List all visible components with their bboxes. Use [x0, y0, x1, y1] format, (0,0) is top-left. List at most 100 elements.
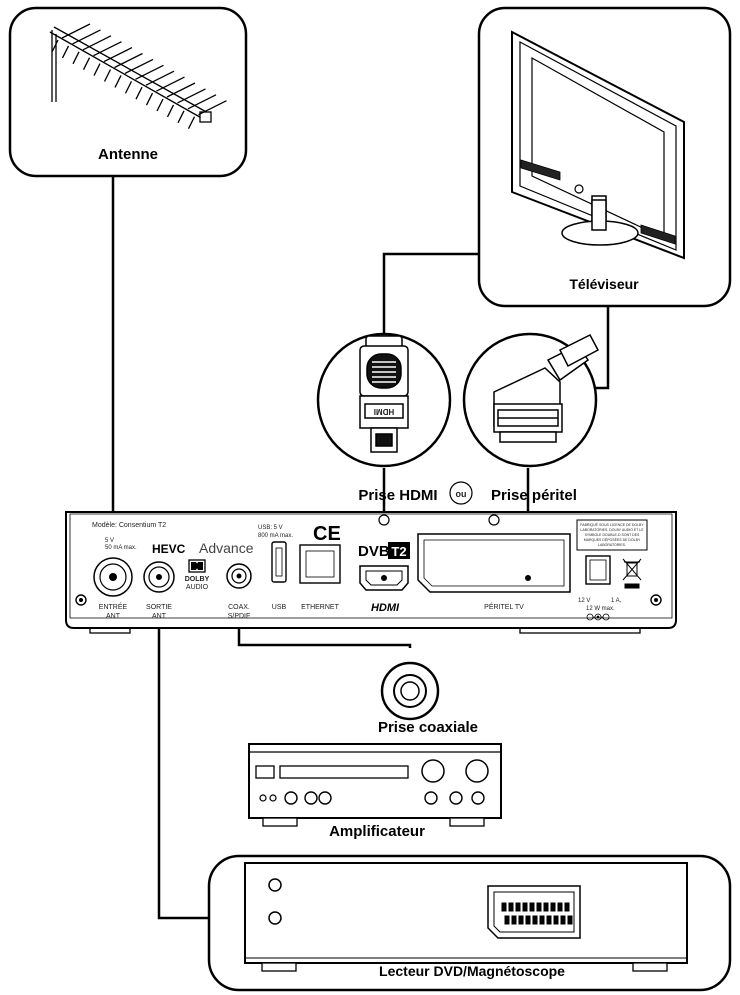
scart-pin — [560, 915, 566, 925]
scart-port[interactable] — [417, 533, 571, 593]
scart-pin — [539, 915, 545, 925]
hevc-advance-logo: Advance — [199, 540, 254, 556]
scart-pin — [515, 902, 521, 912]
tv-icon — [511, 30, 685, 260]
antenna-element — [114, 75, 122, 88]
hdmi-connector-icon — [359, 335, 409, 453]
antenna-element — [124, 81, 133, 94]
power-label-3: 12 W max. — [586, 606, 615, 612]
antenna-element — [177, 88, 206, 104]
polarity-icon — [586, 613, 610, 621]
ethernet-port[interactable] — [299, 544, 341, 584]
ant-in-port[interactable] — [93, 557, 133, 597]
scart-pin — [557, 902, 563, 912]
ant-in-label-1: ENTRÉE — [99, 602, 128, 611]
antenna-element — [135, 86, 143, 100]
dolby-audio-text: AUDIO — [186, 584, 209, 591]
hdmi-plug-circle: HDMI — [316, 332, 452, 468]
ant-out-label-2: ANT — [152, 613, 167, 620]
antenna-element — [177, 110, 185, 124]
antenna-element — [187, 94, 217, 110]
ce-mark: CE — [313, 523, 341, 545]
antenna-element — [72, 51, 80, 65]
t2-text: T2 — [391, 544, 406, 559]
power-port[interactable] — [585, 555, 611, 585]
dolby-notice-box: FABRIQUÉ SOUS LICENCE DE DOLBY LABORATOR… — [576, 519, 648, 551]
dolby-logo: DOLBY AUDIO — [185, 559, 210, 591]
antenna-element — [156, 98, 164, 112]
scart-connector-icon — [493, 334, 600, 443]
antenna-element — [61, 45, 70, 59]
notice-line-2: LABORATORIES. DOLBY AUDIO ET LE — [580, 528, 644, 532]
scart-plug-circle — [462, 332, 600, 468]
antenna-element — [103, 69, 112, 82]
scart-pin — [508, 902, 514, 912]
scart-pin — [525, 915, 531, 925]
tv-hdmi-cable — [382, 252, 479, 360]
power-label-1: 12 V — [578, 598, 590, 604]
scart-pin — [553, 915, 559, 925]
or-badge: ou — [449, 481, 473, 505]
antenna-box: Antenne — [8, 6, 248, 178]
notice-line-3: SYMBOLE DOUBLE-D SONT DES — [585, 533, 640, 537]
ant-in-label-2: ANT — [106, 613, 121, 620]
ethernet-label: ETHERNET — [301, 604, 339, 611]
scart-pin — [564, 902, 570, 912]
antenna-icon — [49, 23, 227, 129]
scart-pin — [518, 915, 524, 925]
ant-out-label-1: SORTIE — [146, 604, 172, 611]
antenna-element — [156, 76, 185, 92]
scart-pin — [567, 915, 573, 925]
antenna-element — [51, 39, 59, 53]
ant-out-port[interactable] — [143, 561, 175, 593]
dvd-box: Lecteur DVD/Magnétoscope — [207, 854, 732, 992]
antenna-element — [198, 100, 227, 116]
antenna-element — [166, 104, 175, 118]
or-label: ou — [456, 489, 467, 499]
hdmi-connector-text: HDMI — [374, 407, 394, 416]
scart-pin — [504, 915, 510, 925]
antenna-element — [82, 35, 112, 51]
amplifier-label: Amplificateur — [329, 823, 425, 840]
coax-label-1: COAX. — [228, 604, 250, 611]
scart-port-label: PÉRITEL TV — [484, 602, 524, 611]
notice-line-1: FABRIQUÉ SOUS LICENCE DE DOLBY — [580, 522, 644, 527]
ant-power-2: 50 mA max. — [105, 545, 137, 551]
dvd-label: Lecteur DVD/Magnétoscope — [379, 963, 565, 979]
antenna-label: Antenne — [98, 146, 158, 163]
scart-pin — [550, 902, 556, 912]
scart-plug-label: Prise péritel — [491, 487, 577, 504]
scart-pin — [522, 902, 528, 912]
antenna-element — [103, 47, 133, 63]
antenna-element — [145, 70, 175, 86]
hdmi-plug-label: Prise HDMI — [358, 487, 437, 504]
notice-line-5: LABORATORIES. — [598, 543, 626, 547]
antenna-element — [114, 52, 143, 69]
weee-bin-icon — [622, 558, 642, 589]
hevc-logo: HEVC — [152, 542, 186, 556]
model-label: Modèle: Consentium T2 — [92, 522, 166, 529]
usb-port[interactable] — [271, 541, 287, 583]
hdmi-port-label: HDMI — [371, 602, 400, 614]
scart-pin — [546, 915, 552, 925]
tv-scart-cable — [594, 306, 610, 390]
antenna-element — [135, 64, 164, 80]
scart-pin — [511, 915, 517, 925]
coax-port[interactable] — [226, 563, 252, 589]
power-label-2: 1 A, — [611, 598, 622, 604]
scart-pin — [536, 902, 542, 912]
notice-line-4: MARQUES DÉPOSÉES DE DOLBY — [584, 537, 641, 542]
coax-label-2: S/PDIF — [228, 613, 251, 620]
dvb-t2-logo: DVB T2 — [358, 542, 410, 560]
scart-pin — [532, 915, 538, 925]
coax-plug-label: Prise coaxiale — [378, 719, 478, 736]
ant-out-cable — [157, 577, 232, 920]
antenna-element — [124, 58, 154, 74]
antenna-element — [93, 63, 101, 76]
antenna-element — [166, 82, 196, 98]
ant-power-1: 5 V — [105, 538, 114, 544]
antenna-element — [187, 116, 196, 129]
decoder-rear-panel: Modèle: Consentium T2 5 V 50 mA max. USB… — [65, 511, 677, 634]
antenna-element — [82, 57, 91, 70]
